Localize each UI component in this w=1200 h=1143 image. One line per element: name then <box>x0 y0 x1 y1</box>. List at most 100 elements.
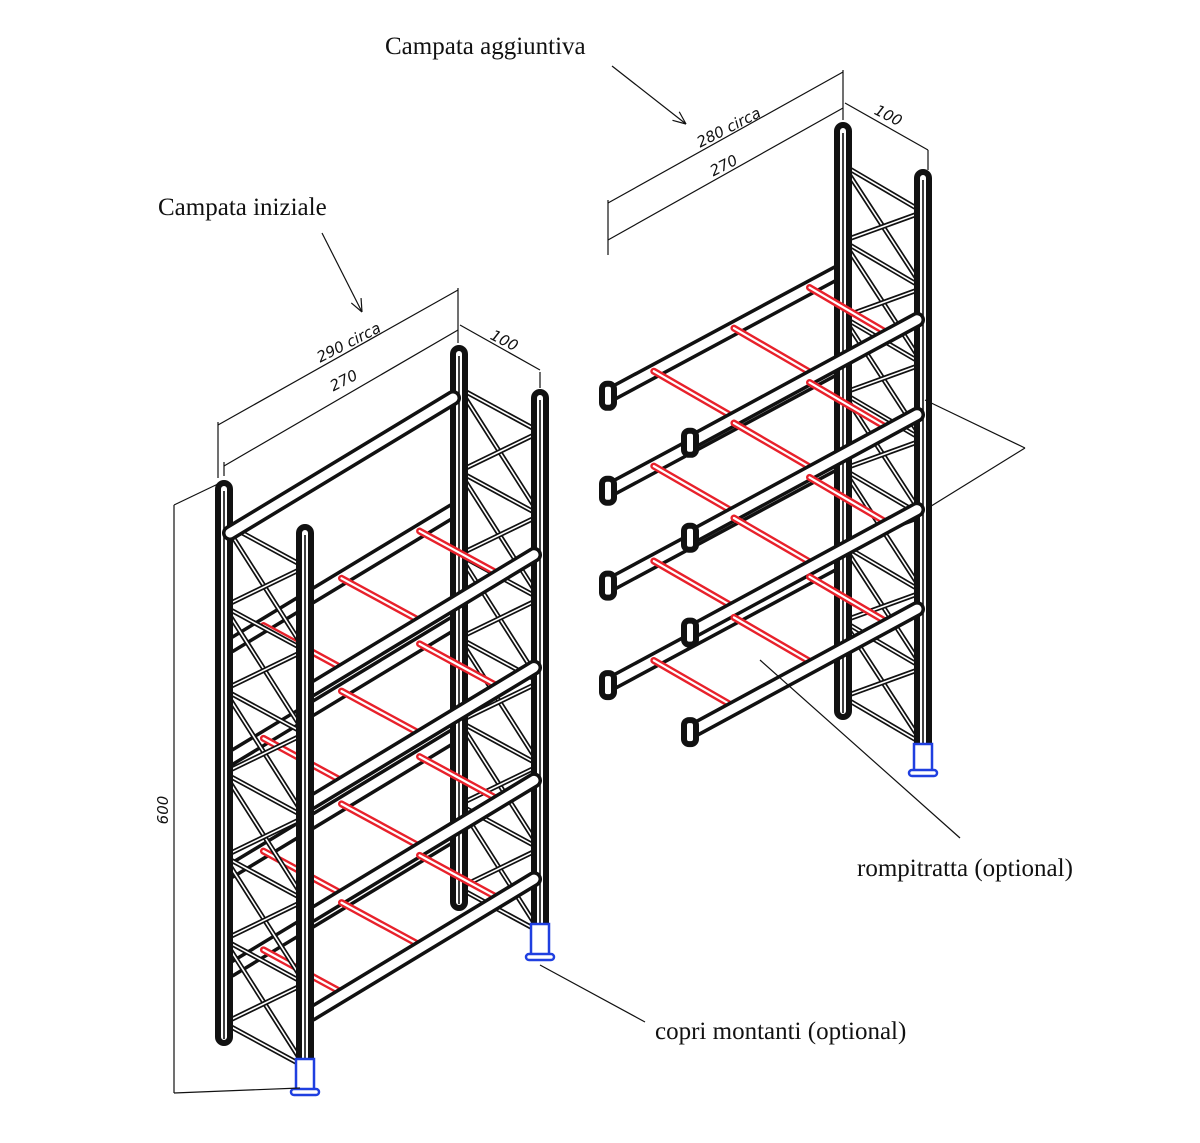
initial-left-frame-diagonal-b-3-core <box>223 816 306 858</box>
initial-depth-dimension: 100 <box>487 326 521 355</box>
initial-right-frame-diagonal-b-3-core <box>458 681 541 723</box>
post-cover-leader <box>539 964 646 1023</box>
additional-beam-spacer-2-2-core <box>808 476 891 526</box>
leader-lines <box>321 65 1026 1023</box>
initial-span-arrow <box>321 232 363 313</box>
initial-left-frame-rung-4-core <box>223 855 306 902</box>
additional-span-arrow-head-b <box>678 111 687 125</box>
initial-left-frame-rung-6-core <box>223 1022 306 1068</box>
additional-back-beam-0-core <box>603 268 842 401</box>
initial-span-rack <box>215 345 556 1097</box>
additional-frame-rung-7-core <box>842 696 924 745</box>
initial-right-frame-diagonal-b-2-core <box>458 597 541 639</box>
additional-beam-spacer-3-2-core <box>808 575 891 625</box>
additional-front-beam-3-core <box>685 604 922 737</box>
additional-post-cover <box>912 742 934 774</box>
dimension-lines <box>173 70 929 1094</box>
initial-right-frame-diagonal-b-1-core <box>458 514 541 556</box>
initial-beam-dimension-line <box>223 329 459 467</box>
additional-beam-spacer-2-1-core <box>732 516 816 567</box>
side-leader-a <box>924 399 1026 449</box>
initial-front-beam-1-core <box>306 550 539 695</box>
initial-beam-dimension: 270 <box>327 366 361 395</box>
initial-post-cover-0 <box>529 922 551 958</box>
initial-top-beam-core <box>225 393 458 538</box>
additional-back-beam-end-3 <box>599 670 617 701</box>
initial-right-frame-rung-1-core <box>458 470 541 517</box>
additional-front-beam-0-core <box>685 315 922 448</box>
initial-left-frame-rung-5-core <box>223 938 306 985</box>
initial-beam-spacer-3-2-core <box>418 755 502 802</box>
additional-beam-spacer-3-0-core <box>652 659 737 709</box>
initial-beam-spacer-3-1-core <box>340 802 424 850</box>
initial-beam-spacer-1-2-core <box>418 529 502 577</box>
initial-post-cover-base-0 <box>524 952 556 962</box>
initial-span-label: Campata iniziale <box>158 194 327 221</box>
additional-back-beam-end-1 <box>599 475 617 506</box>
initial-right-frame-diagonal-b-0-core <box>458 431 541 473</box>
initial-left-frame-diagonal-b-4-core <box>223 899 306 941</box>
additional-frame-diagonal-b-5-core <box>842 591 924 622</box>
additional-beam-dimension: 270 <box>707 151 741 180</box>
additional-depth-dimension: 100 <box>871 101 905 130</box>
additional-overall-dimension: 280 circa <box>694 104 764 152</box>
additional-span-arrow <box>611 65 687 125</box>
initial-left-frame-diagonal-b-1-core <box>223 649 306 691</box>
additional-back-beam-end-0 <box>599 380 617 411</box>
additional-beam-spacer-0-1-core <box>732 327 816 377</box>
additional-frame-rung-5-core <box>842 544 924 593</box>
post-cover-label: copri montanti (optional) <box>655 1018 906 1045</box>
additional-span-label: Campata aggiuntiva <box>385 33 586 60</box>
initial-left-frame-rung-2-core <box>223 688 306 735</box>
additional-post-cover-base <box>907 768 939 778</box>
additional-beam-spacer-1-0-core <box>652 465 737 515</box>
additional-depth-dimension-line <box>844 102 929 151</box>
initial-left-frame-diagonal-b-5-core <box>223 982 306 1024</box>
additional-span-arrow-head-a <box>672 119 687 125</box>
additional-front-beam-2-core <box>685 505 922 638</box>
additional-back-beam-end-2 <box>599 570 617 601</box>
initial-span-arrow-head-a <box>350 302 363 313</box>
initial-right-frame-rung-6-core <box>458 887 541 933</box>
additional-beam-spacer-2-0-core <box>652 559 737 610</box>
initial-overall-dimension-line <box>217 289 459 426</box>
additional-frame-diagonal-b-3-core <box>842 439 924 470</box>
additional-beam-spacer-0-2-core <box>808 286 891 336</box>
initial-beam-spacer-1-1-core <box>340 577 424 624</box>
additional-beam-spacer-0-0-core <box>652 370 737 420</box>
additional-frame-diagonal-b-2-core <box>842 363 924 394</box>
initial-beam-spacer-2-1-core <box>340 689 424 737</box>
additional-front-beam-end-0 <box>681 427 699 458</box>
side-leader-b <box>927 447 1026 509</box>
initial-left-frame-rung-3-core <box>223 772 306 818</box>
additional-beam-spacer-1-2-core <box>808 381 891 431</box>
additional-beam-spacer-1-1-core <box>732 421 816 472</box>
initial-span-arrow-head-b <box>360 297 363 313</box>
additional-front-beam-end-1 <box>681 522 699 553</box>
height-extension-bottom <box>173 1087 301 1094</box>
beam-spacer-leader <box>759 659 961 839</box>
height-dimension: 600 <box>154 796 172 825</box>
initial-post-cover-1 <box>294 1057 316 1093</box>
initial-left-frame-rung-1-core <box>223 605 306 652</box>
additional-beam-spacer-3-1-core <box>732 616 816 666</box>
initial-depth-dimension-line <box>459 324 541 371</box>
additional-beam-dimension-line <box>607 107 844 241</box>
additional-overall-dimension-line <box>607 71 844 204</box>
initial-beam-spacer-4-2-core <box>418 854 502 901</box>
initial-overall-dimension: 290 circa <box>314 319 384 367</box>
initial-front-beam-2-core <box>306 663 539 808</box>
initial-front-beam-4-core <box>306 874 539 1019</box>
initial-left-frame-diagonal-b-0-core <box>223 566 306 608</box>
additional-front-beam-end-2 <box>681 617 699 648</box>
initial-right-frame-rung-0-core <box>458 387 541 433</box>
additional-frame-diagonal-b-6-core <box>842 667 924 698</box>
additional-frame-rung-0-core <box>842 164 924 213</box>
additional-frame-rung-6-core <box>842 620 924 669</box>
additional-frame-rung-3-core <box>842 392 924 441</box>
initial-beam-spacer-2-2-core <box>418 642 502 689</box>
additional-front-beam-1-core <box>685 410 922 543</box>
initial-left-frame-diagonal-b-2-core <box>223 732 306 774</box>
initial-right-frame-diagonal-b-4-core <box>458 764 541 806</box>
